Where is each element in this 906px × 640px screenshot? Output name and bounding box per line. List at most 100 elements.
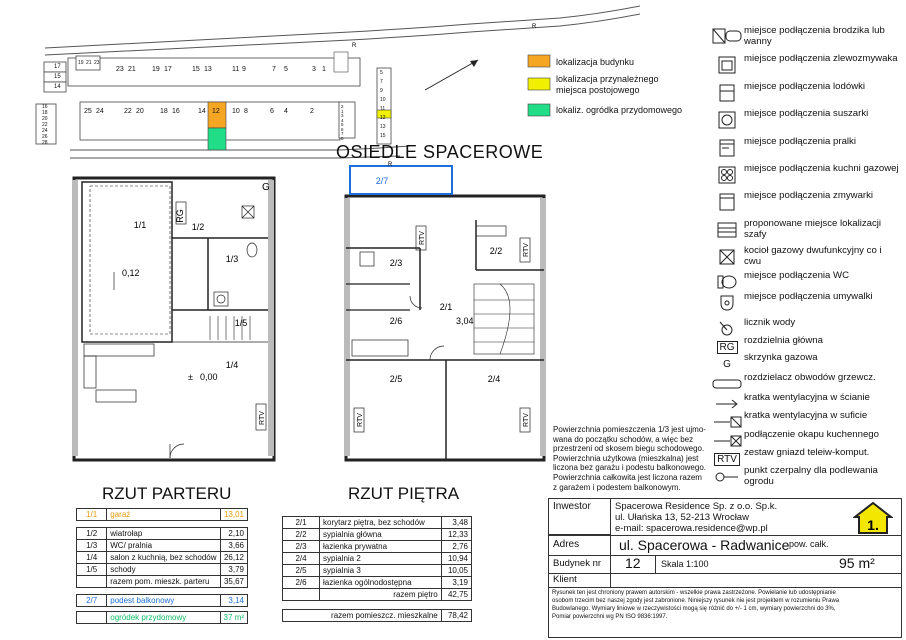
dishwasher-icon (710, 190, 744, 214)
ground-floor-title: RZUT PARTERU (102, 484, 232, 503)
water-meter-icon (710, 317, 744, 341)
address-label: Adres (549, 535, 611, 555)
house-number: 19 (152, 66, 160, 73)
title-block: Inwestor Spacerowa Residence Sp. z o.o. … (548, 498, 902, 638)
legend-swatch-building (527, 54, 551, 68)
legend-parking: lokalizacja przynależnego miejsca postoj… (556, 74, 659, 95)
building-number: 12 (625, 555, 641, 571)
legend-label: proponowane miejsce lokalizacji szafy (744, 218, 882, 240)
house-number: 8 (244, 108, 248, 115)
dryer-icon (710, 108, 744, 132)
legend-item: kratka wentylacyjna w ścianie (710, 392, 900, 416)
rtv-upper-1: RTV (419, 231, 426, 245)
level-upper: 3,04 (456, 316, 474, 326)
legend-swatch-garden (527, 103, 551, 117)
legend-label: miejsce podłączenia zlewozmywaka (744, 53, 898, 64)
block-a (43, 55, 361, 93)
house-number: 8 (341, 135, 344, 141)
upper-floor-title: RZUT PIĘTRA (348, 484, 460, 503)
area-label: pow. całk. (789, 539, 829, 549)
house-number: 17 (54, 64, 61, 70)
legend-label: miejsce podłączenia WC (744, 270, 850, 281)
client-label: Klient (549, 573, 611, 587)
north-arrow (424, 59, 479, 91)
legend-garden: lokaliz. ogródka przydomowego (556, 105, 683, 115)
investor-label: Inwestor (549, 499, 611, 535)
legend-item: miejsce podłączenia suszarki (710, 108, 900, 132)
rtv-upper-2: RTV (523, 243, 530, 257)
house-number: 9 (380, 88, 383, 94)
room-1-1: 1/1 (134, 220, 147, 230)
rg-icon: RG (710, 335, 744, 359)
house-number: 1 (341, 108, 344, 114)
house-number: 24 (96, 108, 104, 115)
house-number: 16 (172, 108, 180, 115)
logo-icon: 1. (853, 501, 893, 534)
house-number: 20 (42, 116, 48, 122)
house-number: 14 (54, 84, 61, 90)
garden-highlight (207, 127, 227, 151)
house-number: 4 (284, 108, 288, 115)
ground-floor-plan (72, 176, 276, 462)
house-number: 15 (380, 133, 386, 139)
house-number: 13 (204, 66, 212, 73)
legend-item: punkt czerpalny dla podlewania ogrodu (710, 465, 900, 489)
rtv-upper-3: RTV (357, 413, 364, 427)
house-number: 4 (341, 117, 344, 123)
house-number: 23 (94, 60, 100, 66)
house-number: 25 (84, 108, 92, 115)
house-number: 7 (272, 66, 276, 73)
label-rg: RG (175, 209, 185, 223)
legend-item: kratka wentylacyjna w suficie (710, 410, 900, 434)
legend-label: miejsce podłączenia suszarki (744, 108, 869, 119)
legend-label: kratka wentylacyjna w ścianie (744, 392, 870, 403)
house-number: 19 (78, 60, 84, 66)
washer-icon (710, 136, 744, 160)
room-2-6: 2/6 (390, 316, 403, 326)
tap-icon (710, 465, 744, 489)
house-number: 28 (42, 140, 48, 146)
road-lower (70, 145, 411, 151)
legend-label: licznik wody (744, 317, 796, 328)
road-mark: R (532, 24, 537, 30)
total-area: 95 m² (839, 555, 875, 571)
legend-item: rozdzielacz obwodów grzewcz. (710, 372, 900, 396)
sink-icon (710, 53, 744, 77)
legend-label: kratka wentylacyjna w suficie (744, 410, 868, 421)
legend-label: miejsce podłączenia pralki (744, 136, 856, 147)
legend-item: proponowane miejsce lokalizacji szafy (710, 218, 900, 242)
legend-label: podłączenie okapu kuchennego (744, 429, 879, 440)
logo-text: 1. (867, 517, 879, 533)
legend-item: miejsce podłączenia lodówki (710, 81, 900, 105)
block-c (338, 67, 392, 145)
wardrobe-icon (710, 218, 744, 242)
legend-label: zestaw gniazd teleiw-komput. (744, 447, 870, 458)
ceiling-vent-icon (710, 410, 744, 434)
road-mark: R (388, 162, 393, 168)
fridge-icon (710, 81, 744, 105)
legend-label: miejsce podłączenia zmywarki (744, 190, 874, 201)
boiler-icon (710, 245, 744, 269)
legend-label: miejsce podłączenia brodzika lub wanny (744, 25, 885, 47)
gas-stove-icon (710, 163, 744, 187)
legend-item: miejsce podłączenia zlewozmywaka (710, 53, 900, 77)
gas-box-icon: G (723, 358, 731, 370)
rtv-ground: RTV (259, 411, 266, 425)
legend-label: punkt czerpalny dla podlewania ogrodu (744, 465, 878, 487)
house-number: 1 (322, 66, 326, 73)
hood-vent-icon (710, 429, 744, 453)
